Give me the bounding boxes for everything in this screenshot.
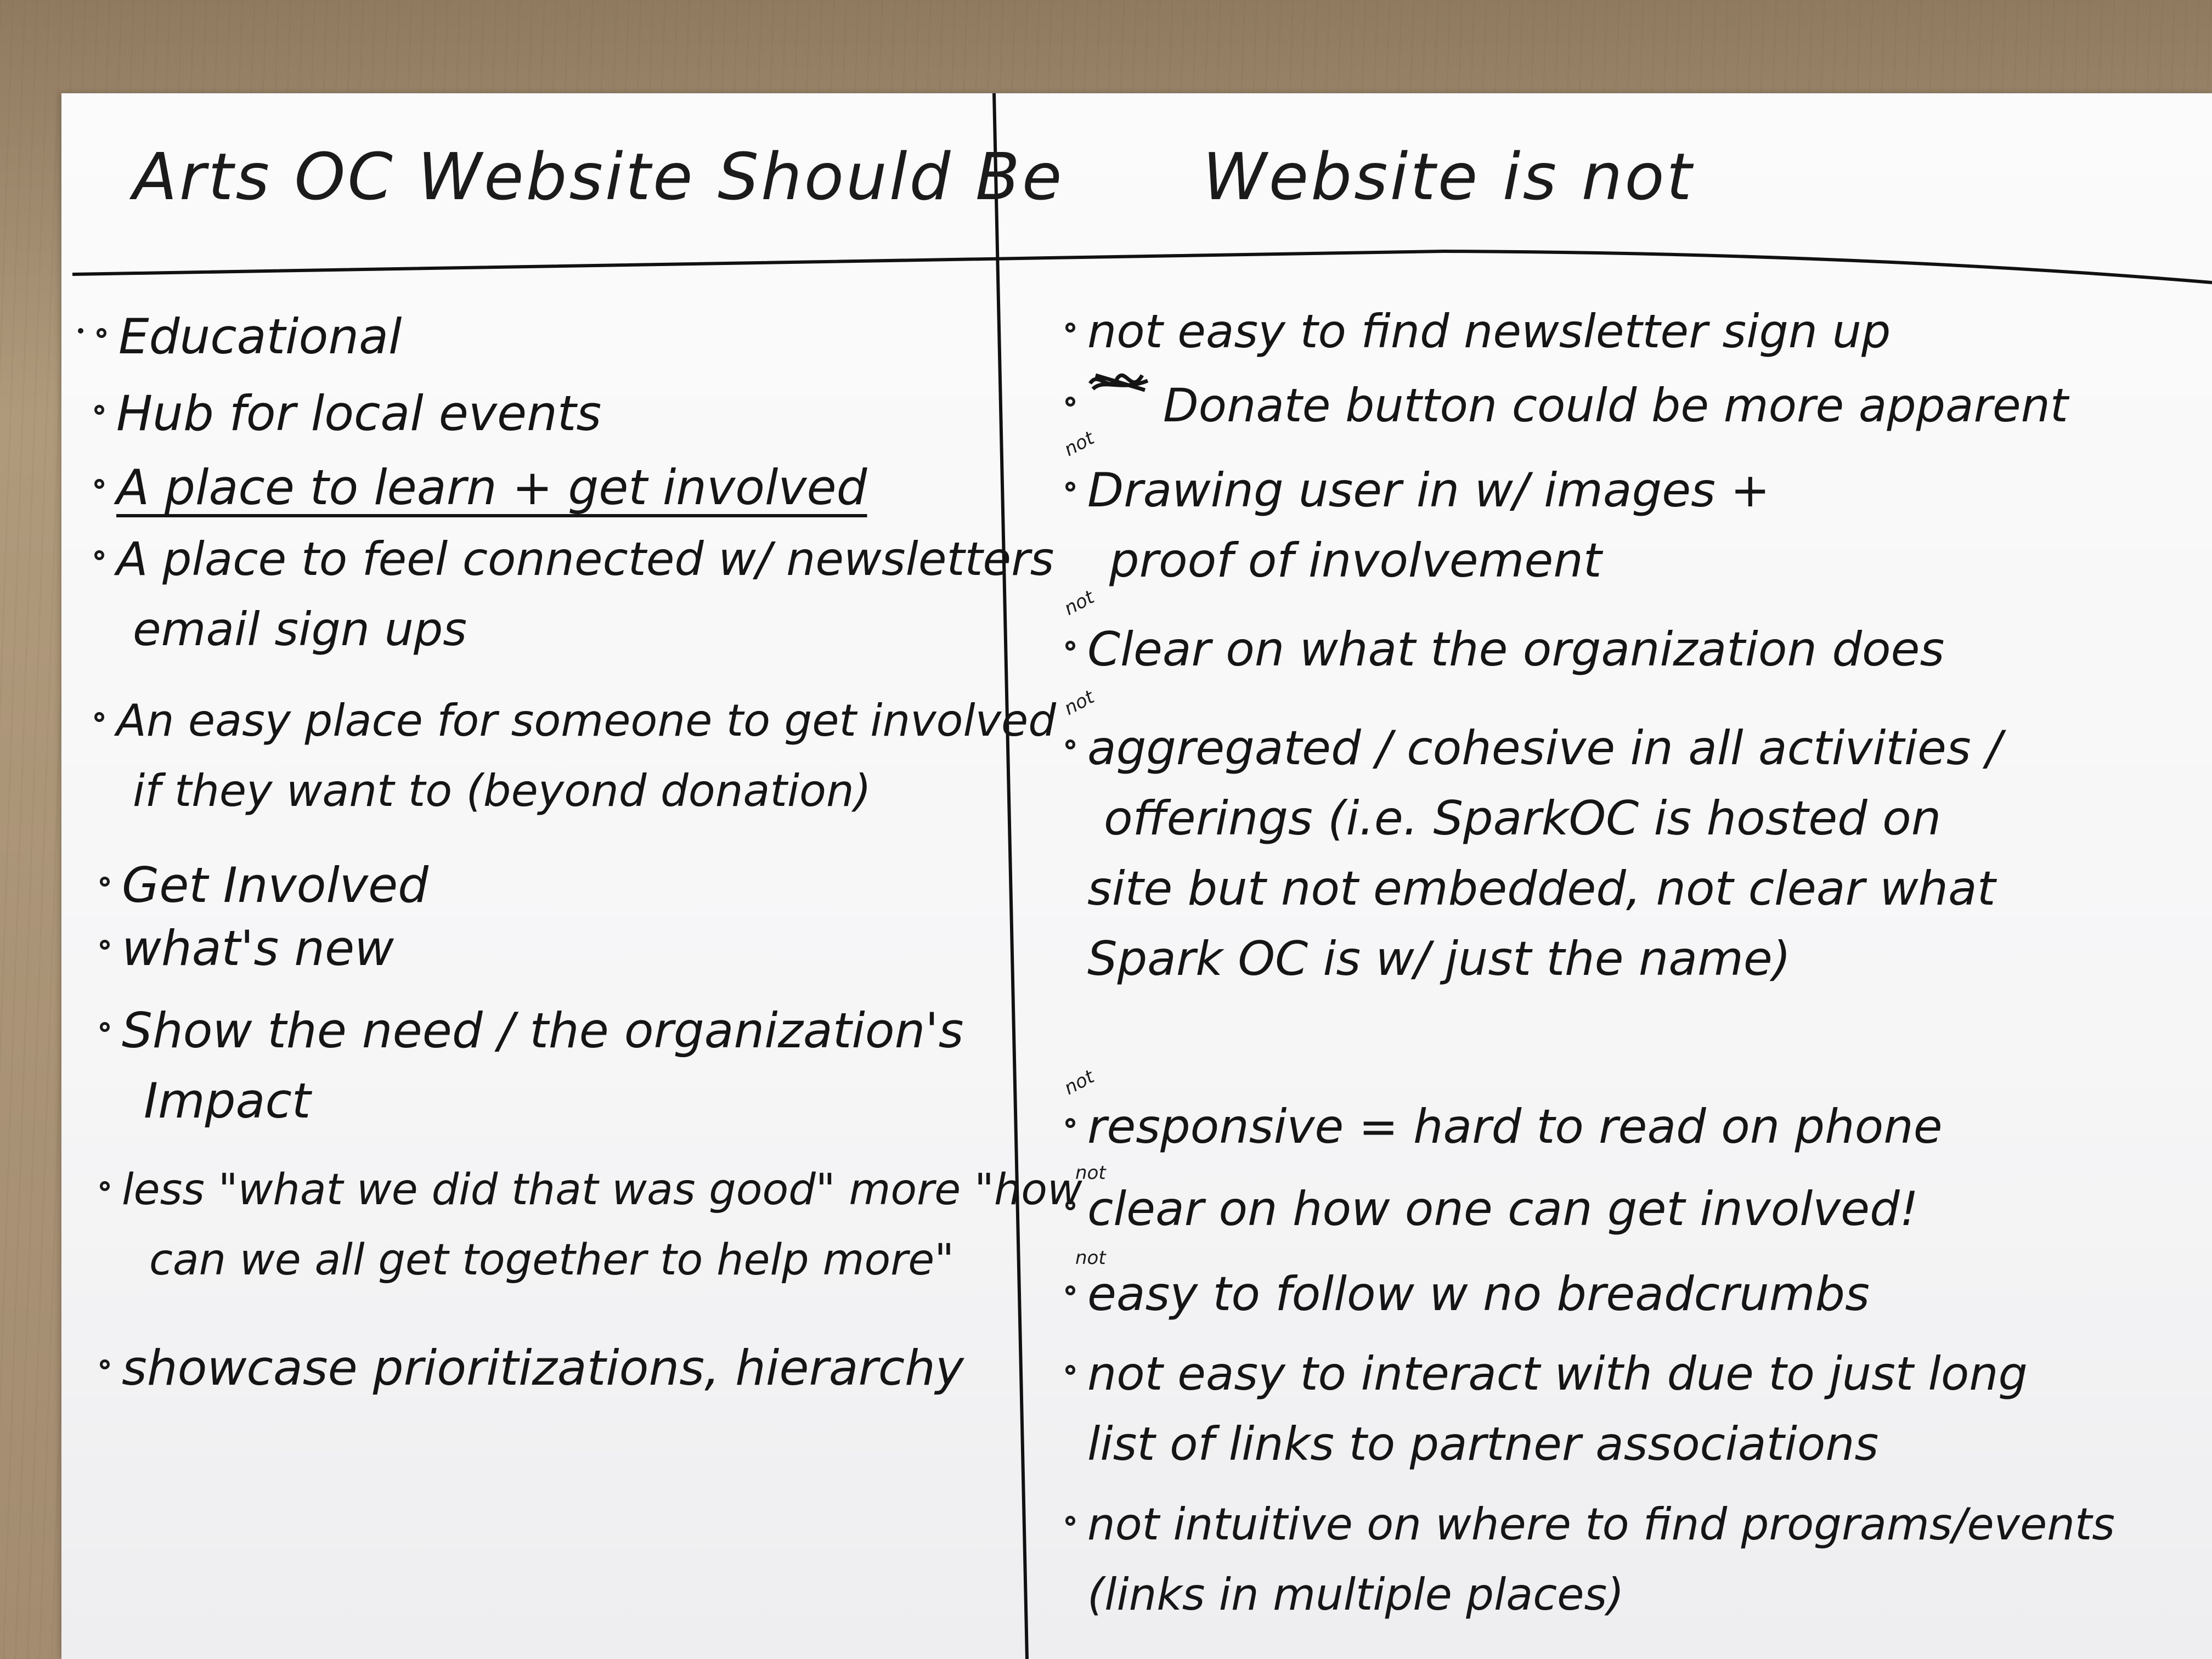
item-text-block: not aggregated / cohesive in all activit… (1060, 686, 2002, 994)
item-text-block: not Clear on what the organization does (1060, 586, 1945, 685)
scribble-icon (1088, 373, 1149, 392)
item-text: Donate button could be more apparent (1163, 379, 2068, 432)
list-item: showcase prioritizations, hierarchy (100, 1333, 964, 1403)
annotation-not: not (1075, 1247, 1106, 1269)
bullet-icon (1065, 482, 1075, 492)
bullet-icon (100, 877, 110, 887)
bullet-icon (94, 712, 104, 722)
item-text: responsive = hard to read on phone (1087, 1099, 1943, 1154)
item-line: An easy place for someone to get involve… (116, 695, 1057, 746)
item-line: less "what we did that was good" more "h… (122, 1165, 1082, 1215)
list-item: what's new (100, 913, 394, 984)
item-text-block: not responsive = hard to read on phone (1060, 1066, 1943, 1162)
bullet-icon (97, 328, 106, 338)
heading-left: Arts OC Website Should Be (133, 139, 1064, 215)
list-item: not aggregated / cohesive in all activit… (1060, 686, 2002, 994)
item-line: can we all get together to help more" (149, 1235, 955, 1285)
list-item: less "what we did that was good" more "h… (100, 1155, 1082, 1295)
bullet-icon (94, 550, 104, 560)
item-text-block: A place to feel connected w/ newsletters… (116, 524, 1054, 664)
list-item: Get Involved (100, 850, 428, 921)
annotation-not: not (1075, 1162, 1106, 1184)
heading-right: Website is not (1203, 139, 1694, 215)
item-line: A place to feel connected w/ newsletters (116, 532, 1054, 586)
list-item: not Drawing user in w/ images + proof of… (1060, 427, 1770, 596)
item-line: Impact (144, 1073, 311, 1129)
list-item: not easy to follow w no breadcrumbs (1065, 1247, 1870, 1329)
bullet-icon (1065, 1285, 1075, 1295)
bullet-icon (94, 405, 104, 415)
list-item: not easy to interact with due to just lo… (1065, 1339, 2028, 1479)
vertical-rule (992, 93, 1029, 1659)
item-text: clear on how one can get involved! (1087, 1182, 1919, 1237)
item-line: Spark OC is w/ just the name) (1087, 932, 1791, 986)
item-text-block: An easy place for someone to get involve… (116, 686, 1056, 826)
list-item: not intuitive on where to find programs/… (1065, 1489, 2115, 1630)
item-text: what's new (122, 920, 394, 977)
item-text-block: not intuitive on where to find programs/… (1087, 1489, 2115, 1630)
list-item: Donate button could be more apparent (1065, 370, 2068, 441)
bullet-icon (100, 1181, 110, 1191)
item-text-block: not clear on how one can get involved! (1075, 1162, 1919, 1244)
bullet-icon (1065, 1365, 1075, 1375)
list-item: A place to feel connected w/ newsletters… (94, 524, 1054, 664)
bullet-icon (1065, 1516, 1075, 1526)
list-item: not easy to find newsletter sign up (1065, 296, 1891, 366)
item-text: showcase prioritizations, hierarchy (122, 1340, 964, 1396)
list-item: Show the need / the organization's Impac… (100, 996, 963, 1136)
list-item: not clear on how one can get involved! (1065, 1162, 1919, 1244)
bullet-icon (1065, 1200, 1075, 1210)
list-item: Educational (78, 302, 402, 372)
item-text: not easy to find newsletter sign up (1087, 304, 1891, 358)
item-line: aggregated / cohesive in all activities … (1087, 721, 2002, 776)
item-text: Clear on what the organization does (1087, 622, 1945, 677)
item-text: Hub for local events (116, 385, 602, 442)
list-item: not responsive = hard to read on phone (1060, 1066, 1943, 1162)
item-text-block: not Drawing user in w/ images + proof of… (1060, 427, 1770, 596)
item-line: (links in multiple places) (1087, 1569, 1624, 1620)
paper-sheet: Arts OC Website Should Be Website is not… (61, 93, 2212, 1659)
item-text: Educational (119, 308, 402, 365)
bullet-icon (1065, 740, 1075, 749)
item-text: A place to learn + get involved (116, 459, 867, 516)
table-rules (72, 93, 2212, 1659)
item-text-block: Show the need / the organization's Impac… (122, 996, 963, 1136)
list-item: A place to learn + get involved (94, 453, 867, 523)
list-item: not Clear on what the organization does (1060, 586, 1945, 685)
item-line: proof of involvement (1109, 533, 1602, 588)
item-line: list of links to partner associations (1087, 1417, 1879, 1471)
bullet-icon (100, 1022, 110, 1032)
item-text: Get Involved (122, 857, 428, 913)
item-line: email sign ups (133, 602, 467, 656)
item-text: easy to follow w no breadcrumbs (1087, 1267, 1870, 1322)
bullet-dots (78, 328, 91, 334)
item-line: not easy to interact with due to just lo… (1087, 1347, 2028, 1401)
item-text-block: less "what we did that was good" more "h… (122, 1155, 1082, 1295)
bullet-icon (1065, 641, 1075, 651)
bullet-icon (1065, 323, 1075, 332)
item-line: site but not embedded, not clear what (1087, 861, 1996, 916)
item-line: offerings (i.e. SparkOC is hosted on (1104, 791, 1942, 846)
item-line: Drawing user in w/ images + (1087, 463, 1770, 518)
item-line: Show the need / the organization's (122, 1002, 964, 1059)
item-line: not intuitive on where to find programs/… (1087, 1499, 2115, 1550)
bullet-icon (1065, 1118, 1075, 1128)
item-text-block: not easy to follow w no breadcrumbs (1075, 1247, 1870, 1329)
bullet-icon (100, 940, 110, 950)
bullet-icon (100, 1359, 110, 1369)
bullet-icon (94, 479, 104, 489)
bullet-icon (1065, 397, 1075, 407)
list-item: An easy place for someone to get involve… (94, 686, 1056, 826)
list-item: Hub for local events (94, 379, 601, 449)
item-text-block: not easy to interact with due to just lo… (1087, 1339, 2028, 1479)
horizontal-rule (72, 249, 2212, 284)
item-line: if they want to (beyond donation) (133, 765, 871, 816)
